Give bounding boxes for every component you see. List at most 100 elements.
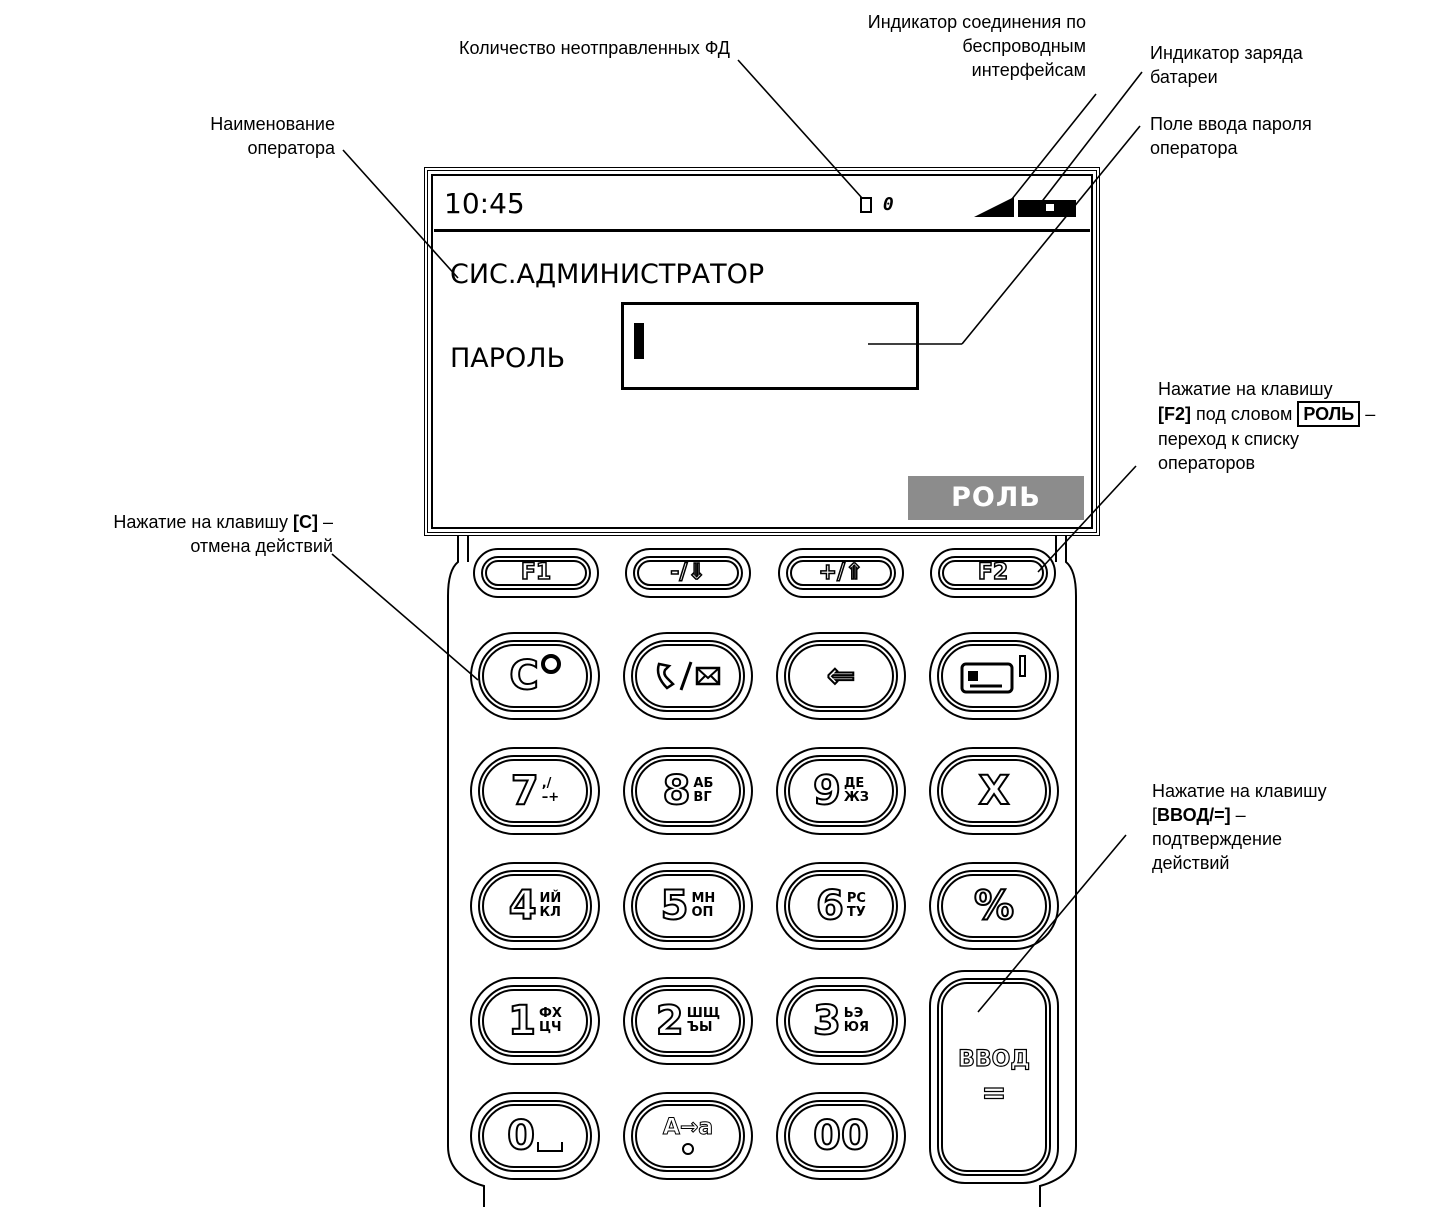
card-key[interactable] [929,632,1059,720]
device-screen: 10:45 0 СИС.АДМИНИСТРАТОР ПАРОЛЬ РОЛЬ [424,167,1100,536]
phone-mail-key[interactable] [623,632,753,720]
key-4-label: 4 [508,883,538,929]
cancel-key-label: C [508,653,539,699]
key-7-label: 7 [510,768,540,814]
case-dot-icon [682,1143,694,1155]
key-8-sub-2: ВГ [693,790,712,805]
key-1-sub-2: ЦЧ [538,1020,562,1035]
enter-key[interactable]: ВВОД = [929,970,1059,1184]
key-8-label: 8 [662,768,692,814]
phone-mail-icon [656,661,721,691]
percent-key[interactable]: % [929,862,1059,950]
key-3-sub-1: ЬЭ [843,1006,864,1021]
status-bar: 10:45 0 [434,177,1090,232]
f2-key[interactable]: F2 [930,548,1056,598]
key-0-label: 0 [506,1113,536,1159]
callout-wireless: Индикатор соединения по беспроводным инт… [760,10,1086,82]
key-3-label: 3 [812,998,842,1044]
key-3-sub-2: ЮЯ [843,1020,870,1035]
callout-f2-line4: операторов [1158,453,1256,473]
operator-name: СИС.АДМИНИСТРАТОР [450,259,765,290]
multiply-key[interactable]: X [929,747,1059,835]
enter-key-label: ВВОД [957,1046,1030,1072]
screen-inner: 10:45 0 СИС.АДМИНИСТРАТОР ПАРОЛЬ РОЛЬ [434,177,1090,526]
callout-c-pre: Нажатие на клавишу [113,512,293,532]
f2-key-label: F2 [977,560,1009,585]
callout-battery-line1: Индикатор заряда [1150,43,1303,63]
callout-password-field: Поле ввода пароля оператора [1150,112,1430,160]
document-icon [860,197,872,213]
minus-down-key-label: -/⇓ [669,560,706,585]
callout-f2-line2: [F2] под словом РОЛЬ – [1158,401,1440,427]
callout-c-line2: отмена действий [190,536,333,556]
callout-wireless-line3: интерфейсам [971,60,1086,80]
key-4-sub-2: КЛ [539,905,561,920]
password-input[interactable] [621,302,919,390]
minus-down-key[interactable]: -/⇓ [625,548,751,598]
text-cursor [634,323,644,359]
battery-icon [1018,200,1076,217]
key-0[interactable]: 0 [470,1092,600,1180]
key-5-sub-1: МН [691,891,716,906]
key-7-sub: ,/–+ [542,777,559,805]
key-1-label: 1 [507,998,537,1044]
f1-key[interactable]: F1 [473,548,599,598]
key-00-label: 00 [812,1113,870,1159]
callout-enter-dash: – [1230,805,1246,825]
cancel-key[interactable]: C [470,632,600,720]
callout-enter-line3: подтверждение [1152,829,1283,849]
card-terminal-icon [960,655,1026,694]
key-8-sub-1: АБ [693,776,714,791]
callout-battery-line2: батареи [1150,67,1218,87]
callout-c-line1: Нажатие на клавишу [C] – [0,510,333,534]
callout-f2-key: [F2] [1158,404,1191,424]
power-dot-icon [540,654,561,674]
callout-f2: Нажатие на клавишу [F2] под словом РОЛЬ … [1158,377,1440,475]
callout-wireless-line1: Индикатор соединения по [867,12,1086,32]
case-switch-key-label: А→а [662,1115,714,1140]
callout-enter-key: ВВОД/=] [1157,805,1231,825]
callout-f2-line1: Нажатие на клавишу [1158,379,1333,399]
key-5-sub-2: ОП [691,905,714,920]
key-7[interactable]: 7 ,/–+ [470,747,600,835]
key-6-label: 6 [815,883,845,929]
unsent-fd-count: 0 [882,194,894,215]
key-1-sub-1: ФХ [538,1006,562,1021]
callout-c: Нажатие на клавишу [C] – отмена действий [0,510,333,558]
role-softkey[interactable]: РОЛЬ [908,476,1084,520]
password-label: ПАРОЛЬ [450,343,566,374]
clock: 10:45 [444,187,525,220]
callout-wireless-line2: беспроводным [962,36,1086,56]
callout-operator-line1: Наименование [210,114,335,134]
key-9-label: 9 [812,768,842,814]
key-7-sub-1: ,/ [541,776,552,791]
callout-enter-line2: [ВВОД/=] – [1152,803,1422,827]
key-5-label: 5 [660,883,690,929]
key-6-sub-1: РС [846,891,866,906]
case-switch-key[interactable]: А→а [623,1092,753,1180]
callout-operator-name: Наименование оператора [100,112,335,160]
callout-enter-line1: Нажатие на клавишу [1152,781,1327,801]
callout-enter-line4: действий [1152,853,1230,873]
callout-password-line2: оператора [1150,138,1238,158]
plus-up-key[interactable]: +/⇑ [778,548,904,598]
callout-f2-mid: под словом [1191,404,1298,424]
callout-c-key: [C] [292,512,318,532]
backspace-key[interactable]: ⇐ [776,632,906,720]
key-00[interactable]: 00 [776,1092,906,1180]
callout-f2-word: РОЛЬ [1297,401,1361,427]
